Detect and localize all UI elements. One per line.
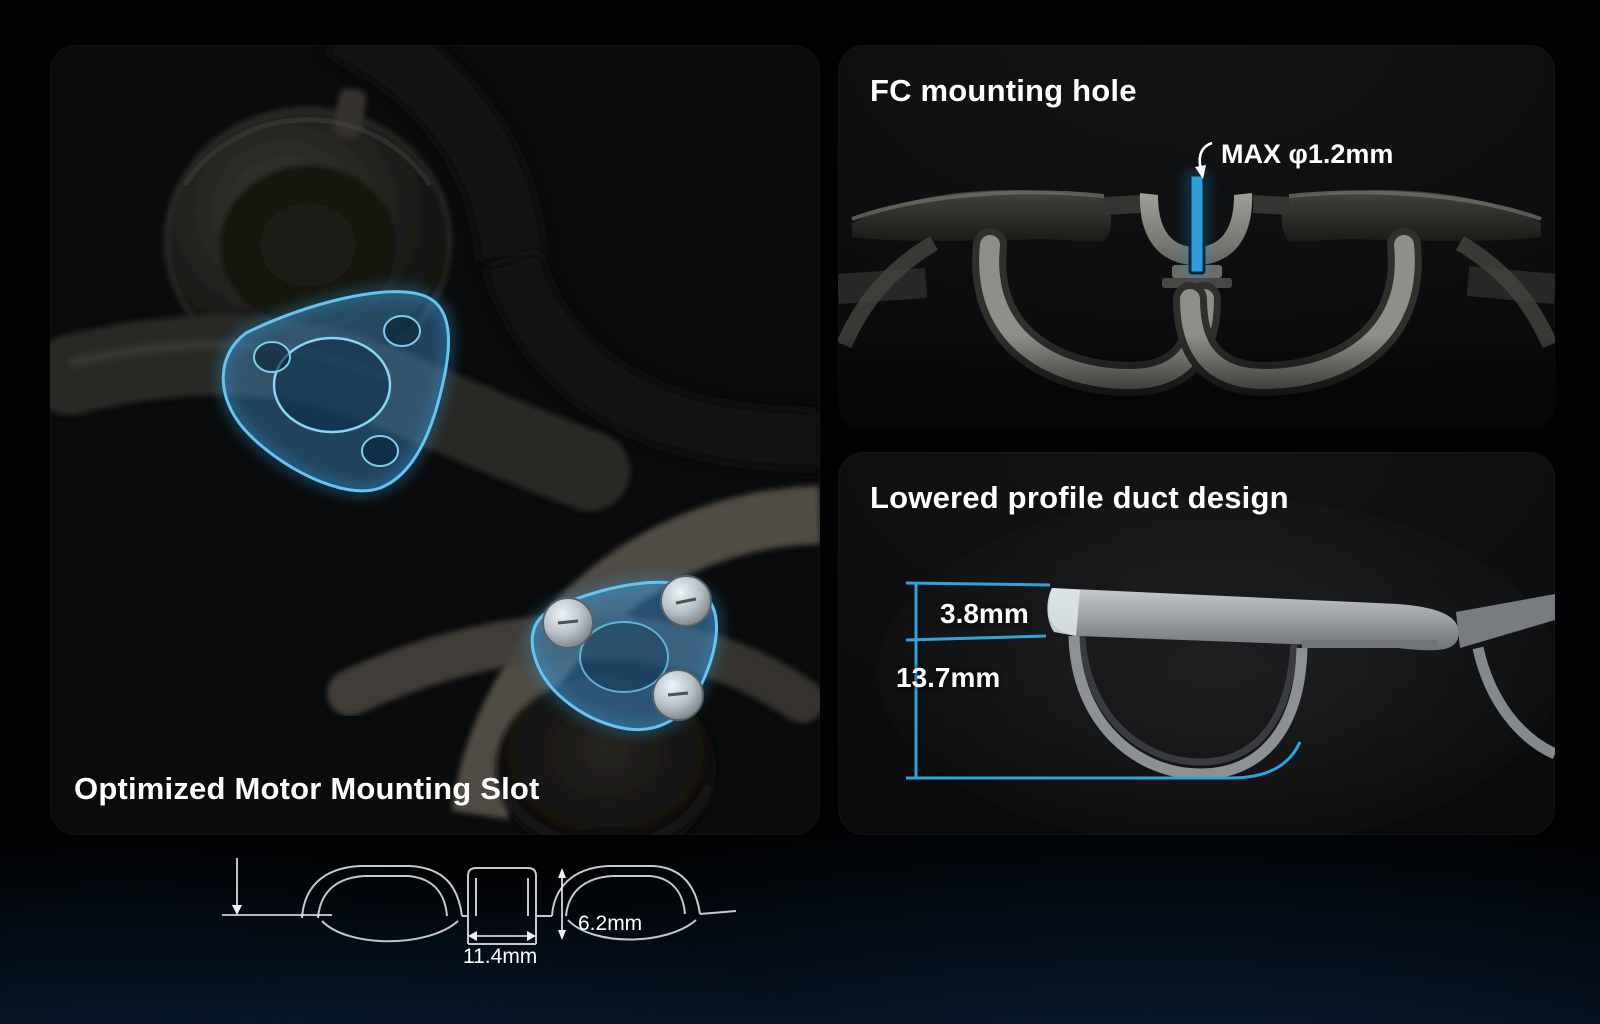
dimension-arrowheads — [232, 868, 566, 941]
motor-panel-caption: Optimized Motor Mounting Slot — [74, 771, 540, 806]
dimension-lines — [222, 858, 563, 937]
dimension-label-lip: 3.8mm — [940, 598, 1029, 629]
fc-mounting-panel: FC mounting hole MAX φ1.2mm — [838, 45, 1555, 430]
fc-cross-section-illustration — [838, 171, 1555, 430]
duct-panel-title: Lowered profile duct design — [870, 480, 1289, 515]
fc-hole-max-diameter: MAX φ1.2mm — [1221, 139, 1394, 169]
fc-slot-highlight — [1185, 171, 1209, 275]
dimension-drawing — [222, 858, 737, 945]
mount-plate-top — [216, 284, 456, 498]
mount-screws — [542, 575, 712, 721]
duct-outline-drawing — [301, 865, 737, 945]
duct-profile-panel: Lowered profile duct design 3.8mm 13.7mm — [838, 452, 1555, 835]
duct-dimension-lines — [905, 581, 1302, 780]
curved-arrow-icon — [1195, 141, 1213, 179]
duct-profile-illustration — [878, 497, 1555, 835]
motor-mount-panel: Optimized Motor Mounting Slot — [50, 45, 820, 835]
fc-panel-title: FC mounting hole — [870, 73, 1137, 108]
dimension-label-total: 13.7mm — [896, 662, 1001, 693]
motor-mount-illustration — [50, 45, 820, 835]
dimension-label-hub: 11.4mm — [463, 945, 538, 968]
fc-hole-annotation: MAX φ1.2mm — [1190, 139, 1393, 181]
motor-top — [164, 88, 452, 375]
dimension-label-gap: 6.2mm — [578, 912, 643, 935]
mount-plate-bottom — [525, 575, 724, 737]
